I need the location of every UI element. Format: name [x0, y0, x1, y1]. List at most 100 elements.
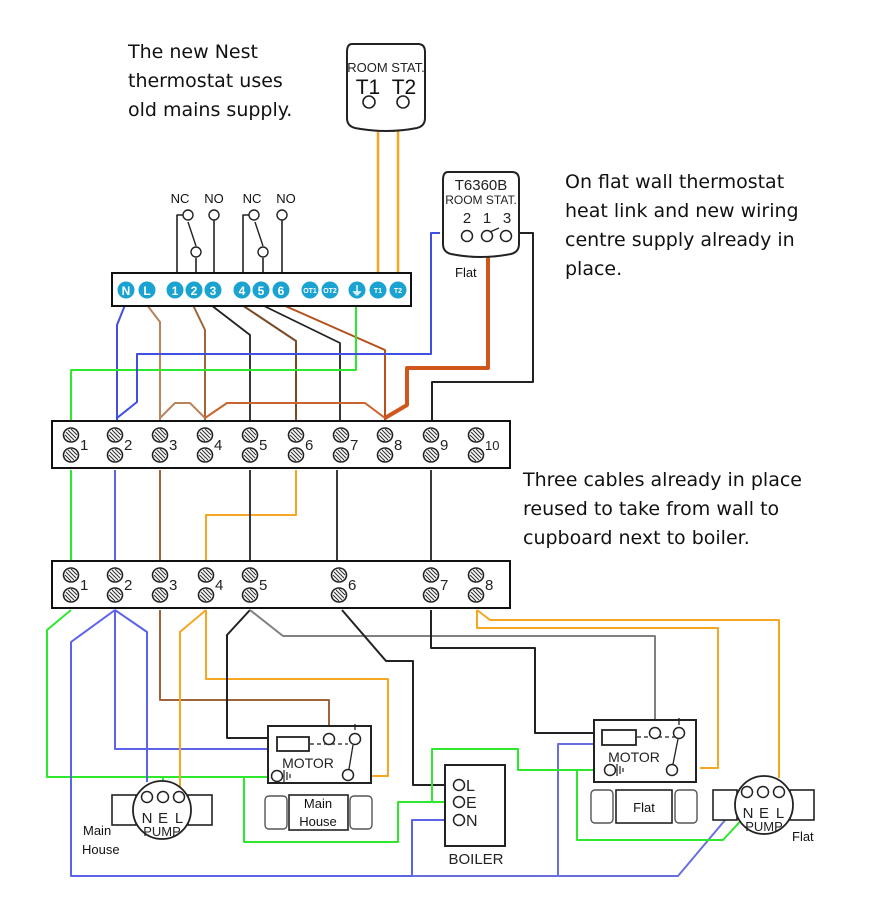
wiring-centre-terminal-4: 4 — [197, 567, 223, 603]
terminal-number: 8 — [394, 437, 402, 454]
boiler-n-terminal — [452, 813, 466, 827]
screw-terminal — [467, 587, 485, 603]
terminal-number: 2 — [124, 437, 132, 454]
relay-switch-1 — [187, 221, 197, 247]
boiler: L E N BOILER — [444, 764, 506, 868]
wire-6-to-wc8 — [282, 304, 386, 420]
screw-terminal — [197, 567, 215, 583]
wire-lwc5-to-valve-flat — [249, 609, 656, 728]
pump-body-left — [712, 789, 738, 821]
pump-e-terminal — [756, 785, 770, 799]
screw-terminal — [106, 567, 124, 583]
wiring-centre-terminal-3: 3 — [151, 567, 177, 603]
boiler-l-label: L — [466, 778, 475, 795]
wiring-centre-terminal-5: 5 — [241, 567, 267, 603]
wire-6-to-wc7 — [261, 304, 341, 420]
valve-flat-location: Flat — [633, 800, 655, 815]
relay-label-nc-1: NC — [171, 191, 190, 206]
heat-link-terminal-t2: T2 — [389, 281, 407, 299]
screw-terminal — [241, 567, 259, 583]
wire-5-to-wc6 — [241, 304, 297, 420]
screw-terminal — [422, 447, 440, 463]
terminal-label: 4 — [239, 284, 246, 298]
screw-terminal — [106, 427, 124, 443]
terminal-number: 7 — [440, 577, 448, 594]
wire-neutral-pump-flat — [558, 799, 743, 877]
screw-terminal — [151, 447, 169, 463]
wire-lwc8-to-pump-flat — [476, 609, 780, 778]
boiler-title: BOILER — [448, 851, 503, 868]
earth-symbol — [616, 764, 624, 776]
valve-end-left — [590, 789, 614, 824]
relay-label-nc-2: NC — [243, 191, 262, 206]
pump-title: PUMP — [143, 824, 181, 839]
terminal-label: ⏚ — [351, 284, 363, 298]
screw-terminal — [467, 427, 485, 443]
valve-terminal — [348, 732, 362, 746]
room-stat-body — [346, 43, 426, 132]
screw-terminal — [422, 427, 440, 443]
terminal-number: 3 — [169, 437, 177, 454]
room-stat-t1-t2: ROOM STAT. T1 T2 — [346, 43, 426, 132]
valve-switch — [672, 718, 680, 765]
screw-terminal — [151, 587, 169, 603]
wire-flatstat-1-to-wc8 — [383, 240, 490, 420]
wire-lwc6-to-boiler — [341, 609, 448, 786]
note-reused-cables: Three cables already in place reused to … — [523, 469, 802, 549]
terminal-dot — [272, 281, 290, 299]
pump-body-left — [111, 794, 137, 826]
pump-e-terminal — [156, 790, 170, 804]
wiring-centre-terminal-7: 7 — [422, 567, 448, 603]
wiring-centre-terminal-1: 1 — [62, 427, 88, 463]
terminal-dot — [348, 281, 366, 299]
terminal-dot — [389, 281, 407, 299]
room-stat-title: ROOM STAT. — [347, 60, 425, 75]
pump-e-label: E — [158, 810, 168, 827]
screw-terminal — [197, 587, 215, 603]
heat-link-terminal-2: 2 — [185, 281, 203, 299]
screw-terminal — [287, 447, 305, 463]
wiring-centre-terminal-4: 4 — [196, 427, 222, 463]
heat-link-terminal-5: 5 — [252, 281, 270, 299]
terminal-dot — [166, 281, 184, 299]
wiring-centre-terminal-6: 6 — [330, 567, 356, 603]
flat-stat-switch — [489, 227, 500, 233]
terminal-label: 5 — [258, 284, 265, 298]
screw-terminal — [332, 447, 350, 463]
wire-neutral-flat — [412, 743, 595, 877]
heat-link-terminal-l: L — [138, 281, 156, 299]
valve-earth-terminal — [603, 763, 617, 777]
heat-link-terminal-4: 4 — [233, 281, 251, 299]
room-stat-t2-terminal — [396, 95, 410, 109]
screw-terminal — [196, 447, 214, 463]
pump-l-terminal — [172, 790, 186, 804]
flat-stat-terminal-1-label: 1 — [483, 210, 491, 227]
screw-terminal — [330, 567, 348, 583]
wiring-centre-terminal-8: 8 — [376, 427, 402, 463]
terminal-number: 6 — [348, 577, 356, 594]
valve-main-location-2: House — [299, 814, 337, 829]
wiring-centre-terminal-1: 1 — [62, 567, 88, 603]
wiring-centre-terminal-6: 6 — [287, 427, 313, 463]
wire-neutral-valve-main — [114, 610, 270, 750]
terminal-dot — [185, 281, 203, 299]
wiring-centre-terminal-9: 9 — [422, 427, 448, 463]
screw-terminal — [467, 567, 485, 583]
pump-main-location-2: House — [82, 842, 120, 857]
pump-title: PUMP — [745, 819, 783, 834]
wire-2-to-wc4 — [192, 304, 206, 420]
motor-coil — [276, 736, 310, 752]
valve-main-location-1: Main — [304, 796, 332, 811]
wire-earth-main — [46, 609, 448, 843]
terminal-label: OT1 — [303, 288, 317, 295]
heat-link-terminal-1: 1 — [166, 281, 184, 299]
relay-label-no-2: NO — [276, 191, 296, 206]
terminal-label: 1 — [172, 284, 179, 298]
wire-earth-boiler-to-flat — [431, 748, 595, 802]
relay-contact — [257, 246, 269, 258]
screw-terminal — [62, 587, 80, 603]
screw-terminal — [422, 587, 440, 603]
wire-flatstat-3-to-wc9 — [431, 232, 534, 420]
wire-relay-4 — [242, 214, 252, 272]
screw-terminal — [287, 427, 305, 443]
